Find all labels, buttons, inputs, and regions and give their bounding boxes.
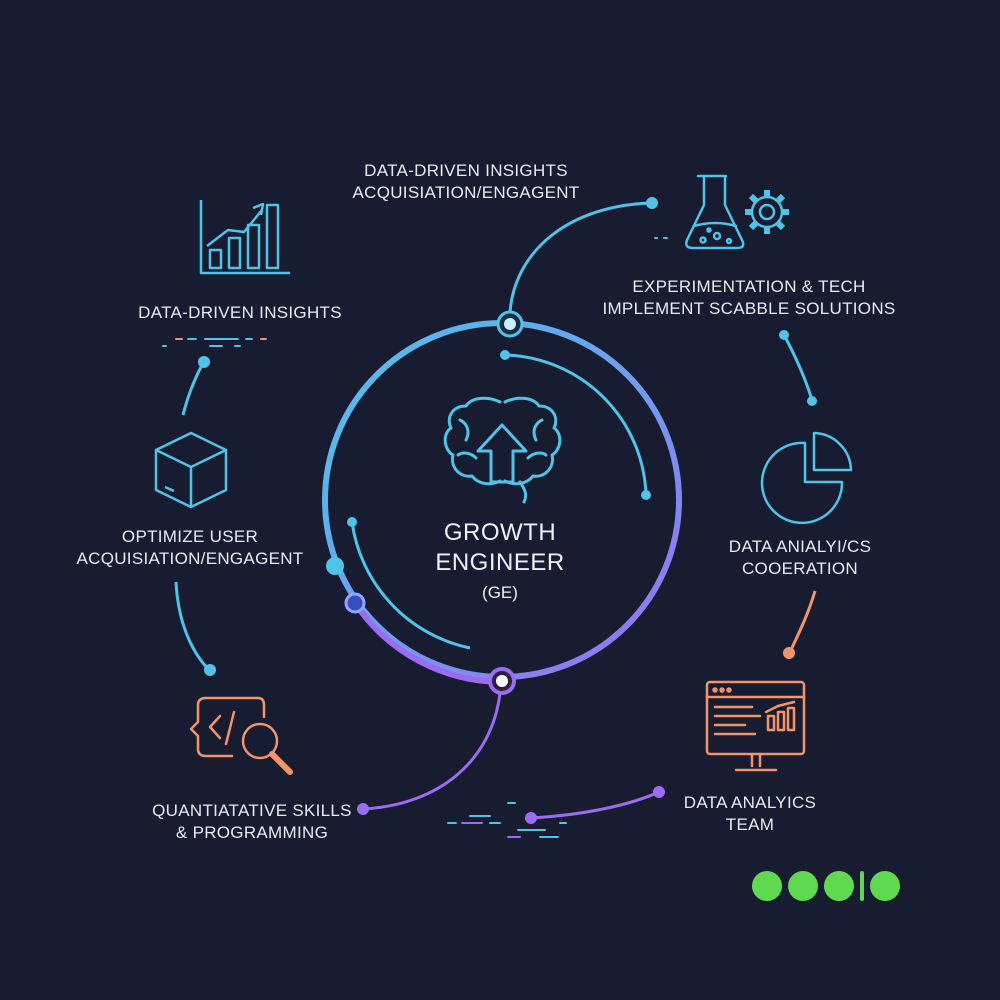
- ring-node-left: [326, 557, 344, 575]
- lab-flask-gear-icon: [685, 174, 789, 250]
- connector-right-top-dot-a: [779, 330, 789, 340]
- logo-dot: [824, 871, 854, 901]
- connector-right-top-dot-b: [807, 396, 817, 406]
- label-right-top: EXPERIMENTATION & TECH IMPLEMENT SCABBLE…: [602, 277, 896, 318]
- connector-right-bottom-dot-b: [525, 812, 537, 824]
- center-title-line2: ENGINEER: [435, 549, 565, 576]
- ring-node-left-lower: [344, 592, 366, 614]
- connector-left-bottom-dot: [204, 664, 216, 676]
- label-left-mid: OPTIMIZE USER ACQUISIATION/ENGAGENT: [76, 527, 304, 568]
- decor-dashes-bottom: [447, 802, 567, 838]
- connector-left-top: [181, 362, 205, 416]
- logo-bar: [860, 871, 864, 901]
- ring-node-top-core: [504, 318, 516, 330]
- inner-arc-right-start: [641, 490, 651, 500]
- decor-dashes-left: [162, 338, 267, 347]
- pie-chart-icon: [760, 431, 853, 525]
- ring-node-bottom-core: [496, 675, 508, 687]
- dashboard-monitor-icon: [705, 680, 806, 772]
- label-right-bottom: DATA ANALYICS TEAM: [683, 793, 817, 834]
- inner-arc-right: [504, 353, 648, 496]
- cube-box-icon: [154, 431, 228, 509]
- connector-right-bottom-dot-a: [653, 786, 665, 798]
- bar-chart-growth-icon: [199, 200, 290, 275]
- center-title-line1: GROWTH: [443, 519, 557, 546]
- inner-arc-left-end: [347, 517, 357, 527]
- connector-right-top: [782, 334, 814, 401]
- center-abbreviation: (GE): [482, 583, 518, 602]
- inner-arc-right-end: [500, 350, 510, 360]
- connector-top: [508, 201, 653, 313]
- inner-arc-left: [350, 521, 471, 650]
- lower-purple-arc: [352, 601, 503, 685]
- connector-top-dot: [646, 197, 658, 209]
- connector-bottom: [362, 692, 502, 811]
- label-top: DATA-DRIVEN INSIGHTS ACQUISIATION/ENGAGE…: [352, 161, 580, 202]
- code-search-icon: [189, 696, 293, 775]
- connector-right-mid-dot: [783, 647, 795, 659]
- label-right-mid: DATA ANIALYI/CS COOERATION: [728, 537, 872, 578]
- label-left-bottom: QUANTIATATIVE SKILLS & PROGRAMMING: [152, 801, 352, 842]
- logo-dot: [752, 871, 782, 901]
- logo-dot: [788, 871, 818, 901]
- logo-dot: [870, 871, 900, 901]
- brain-upload-icon: [443, 396, 562, 504]
- connector-right-bottom: [529, 790, 660, 820]
- connector-left-top-dot: [198, 356, 210, 368]
- dots-logo-icon: [752, 868, 900, 904]
- center-label: GROWTH ENGINEER (GE): [400, 518, 600, 606]
- main-ring: [322, 320, 682, 680]
- connector-bottom-dot: [357, 803, 369, 815]
- connector-right-mid: [788, 590, 817, 653]
- connector-left-bottom: [174, 581, 211, 672]
- label-left-top: DATA-DRIVEN INSIGHTS: [138, 303, 342, 322]
